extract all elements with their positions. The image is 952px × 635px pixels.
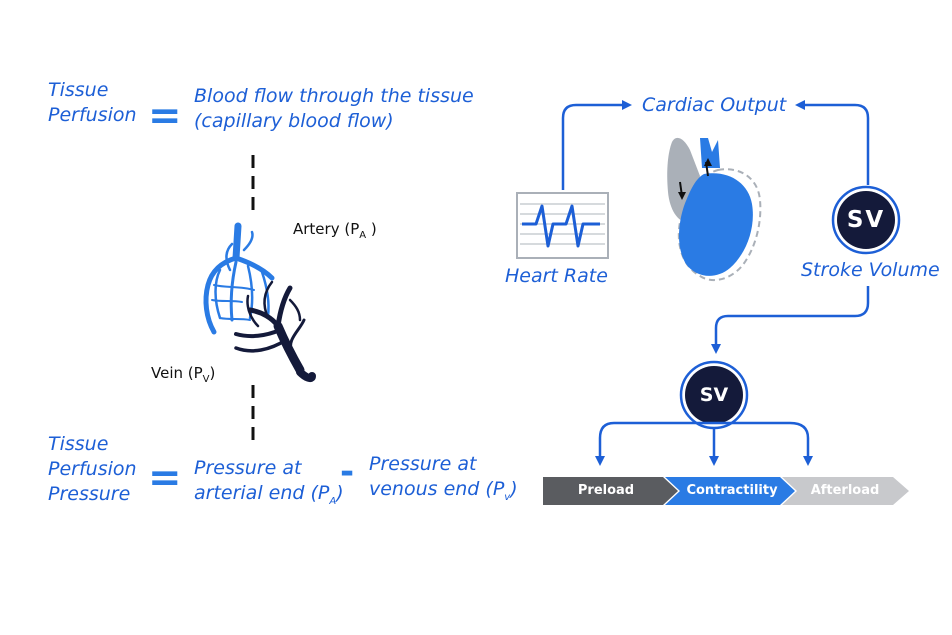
pressure-venous-line2: venous end (Pv) bbox=[369, 478, 518, 503]
pressure-venous-text: Pressure at venous end (Pv) bbox=[369, 452, 518, 510]
capillary-bed-icon bbox=[203, 222, 316, 383]
sv-top-label: SV bbox=[846, 207, 886, 233]
branch-arrows bbox=[598, 421, 810, 458]
chevron-label-contractility: Contractility bbox=[686, 483, 778, 498]
heart-icon bbox=[667, 137, 762, 282]
chevron-label-afterload: Afterload bbox=[810, 483, 880, 498]
chevron-preload bbox=[543, 477, 678, 505]
tpp-line3: Pressure bbox=[48, 483, 131, 505]
blood-flow-line1: Blood flow through the tissue bbox=[194, 85, 474, 107]
tissue-perfusion-line1: Tissue bbox=[48, 79, 109, 101]
chevron-afterload bbox=[782, 477, 909, 505]
tissue-perfusion-pressure-label: Tissue Perfusion Pressure bbox=[48, 432, 137, 507]
heart-rate-arrow bbox=[561, 103, 624, 190]
equals-sign-top: = bbox=[148, 93, 182, 139]
tpp-line2: Perfusion bbox=[48, 458, 137, 480]
chevron-label-preload: Preload bbox=[577, 483, 635, 498]
tissue-perfusion-label: Tissue Perfusion bbox=[48, 78, 137, 128]
chevron-contractility bbox=[665, 477, 795, 505]
pressure-venous-line1: Pressure at bbox=[369, 453, 477, 475]
stroke-volume-label: Stroke Volume bbox=[801, 259, 940, 281]
vein-label: Vein (PV) bbox=[151, 364, 216, 385]
pressure-arterial-line1: Pressure at bbox=[194, 457, 302, 479]
pressure-arterial-line2: arterial end (PA) bbox=[194, 482, 344, 507]
sv-circle-top bbox=[837, 191, 895, 249]
stroke-volume-down-arrow bbox=[714, 286, 870, 346]
arrowhead-right-icon bbox=[622, 100, 632, 110]
heart-rate-monitor-icon bbox=[516, 192, 609, 259]
equals-sign-bottom: = bbox=[148, 455, 182, 501]
arrowhead-afterload-icon bbox=[803, 456, 813, 466]
artery-label: Artery (PA ) bbox=[293, 220, 377, 241]
blood-flow-line2: (capillary blood flow) bbox=[194, 110, 394, 132]
sv-bottom-label: SV bbox=[699, 384, 729, 406]
sv-circle-bottom bbox=[685, 366, 743, 424]
pressure-arterial-text: Pressure at arterial end (PA) bbox=[194, 456, 344, 514]
arrowhead-contractility-icon bbox=[709, 456, 719, 466]
tpp-line1: Tissue bbox=[48, 433, 109, 455]
minus-sign: - bbox=[340, 452, 355, 492]
stroke-volume-arrow bbox=[803, 103, 870, 185]
arrowhead-down-icon bbox=[711, 344, 721, 354]
blood-flow-text: Blood flow through the tissue (capillary… bbox=[194, 84, 474, 134]
arrowhead-left-icon bbox=[795, 100, 805, 110]
heart-rate-label: Heart Rate bbox=[505, 265, 608, 287]
tissue-perfusion-line2: Perfusion bbox=[48, 104, 137, 126]
cardiac-output-label: Cardiac Output bbox=[642, 94, 787, 116]
arrowhead-preload-icon bbox=[595, 456, 605, 466]
